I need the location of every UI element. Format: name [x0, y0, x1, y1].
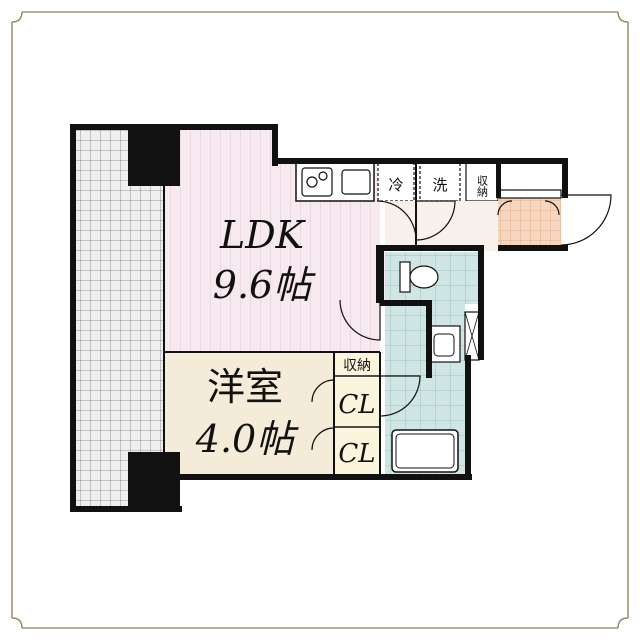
- washer-label: 洗: [432, 176, 447, 194]
- interior-walls: [163, 140, 417, 478]
- corridor-floor: [385, 201, 498, 251]
- door-swings: [311, 194, 612, 451]
- closet-1-label: CL: [338, 390, 375, 420]
- fridge-label: 冷: [388, 176, 403, 194]
- ldk-size: 9.6帖: [213, 263, 316, 307]
- western-room-name: 洋室: [207, 365, 283, 409]
- closet-2: [334, 428, 380, 474]
- western-room-floor: [164, 352, 334, 478]
- washer-space: [419, 162, 461, 202]
- storage-mid-area: [334, 352, 380, 376]
- closet-1: [334, 378, 380, 426]
- exterior-walls: [70, 124, 568, 512]
- decorative-frame: [11, 11, 629, 629]
- stove-icon: [301, 167, 333, 197]
- balcony: [72, 126, 164, 510]
- toilet-icon: [399, 261, 439, 293]
- entrance-floor: [498, 195, 561, 251]
- washbasin-icon: [427, 325, 461, 363]
- shoe-box: [497, 189, 562, 199]
- storage-top: [465, 162, 499, 202]
- ldk-name: LDK: [219, 213, 307, 257]
- pipe-space-mark: [464, 311, 480, 361]
- closet-2-label: CL: [338, 439, 375, 469]
- sink-icon: [341, 169, 371, 195]
- storage-mid-label: 収納: [343, 358, 371, 374]
- bathtub-inner: [395, 433, 455, 469]
- storage-top-label: 収納: [476, 175, 489, 198]
- western-room-size: 4.0帖: [195, 417, 299, 461]
